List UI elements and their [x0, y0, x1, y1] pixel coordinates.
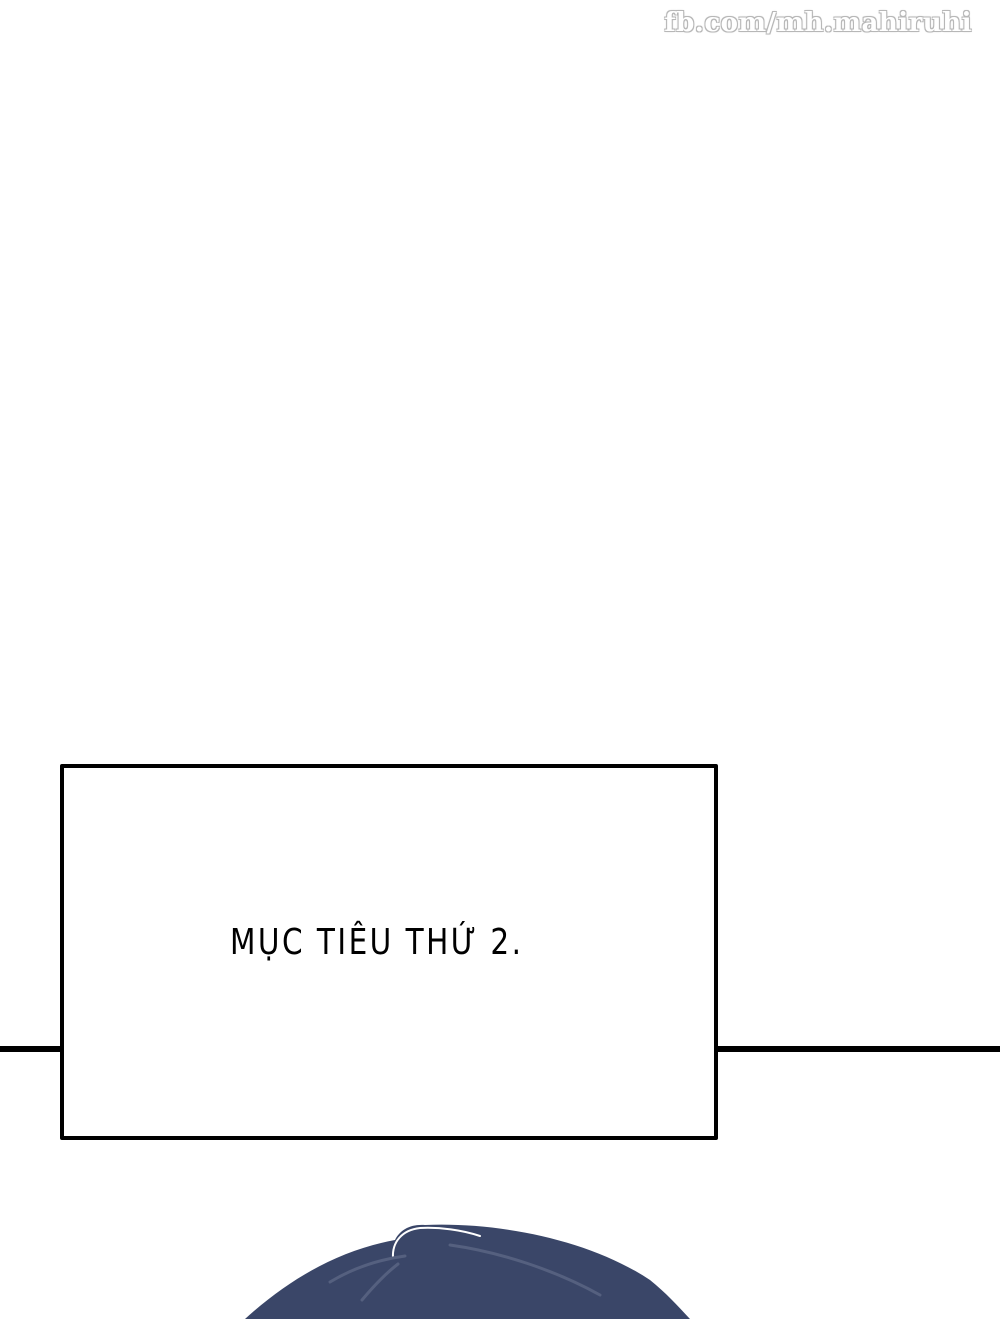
hair-strand: [328, 1254, 407, 1284]
hair-shape: [245, 1224, 690, 1319]
hair-strand: [448, 1243, 602, 1297]
caption-box: MỤC TIÊU THỨ 2.: [60, 764, 718, 1140]
character-hair-illustration: [245, 1224, 690, 1319]
hair-strand: [391, 1226, 481, 1259]
hair-strand: [360, 1262, 400, 1302]
watermark: fb.com/mh.mahiruhi: [664, 8, 972, 38]
caption-text: MỤC TIÊU THỨ 2.: [230, 922, 524, 963]
